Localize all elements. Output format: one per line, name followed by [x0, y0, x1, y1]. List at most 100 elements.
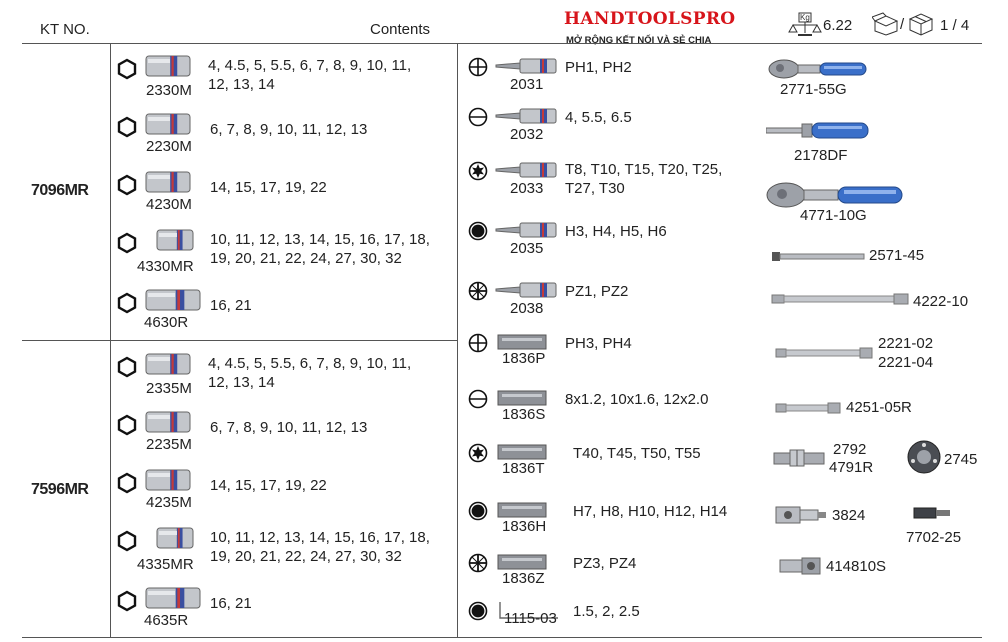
tool-4791r: 4791R [829, 459, 874, 476]
socket-sizes: 6, 7, 8, 9, 10, 11, 12, 13 [210, 419, 368, 436]
pozidriv-icon [468, 281, 488, 301]
socket-image [145, 171, 191, 193]
hex-drive-icon [117, 472, 137, 494]
kt-column-rule [110, 43, 111, 637]
ratchet-small-image [768, 59, 867, 79]
bit-code: 1836Z [502, 570, 545, 587]
hex-drive-icon [117, 58, 137, 80]
phillips-icon [468, 333, 488, 353]
weight-scale-icon [788, 12, 822, 36]
socket-sizes: 14, 15, 17, 19, 22 [210, 477, 327, 494]
socket-code: 4330MR [137, 258, 194, 275]
bit-socket-image [779, 557, 821, 575]
bit-sizes: 4, 5.5, 6.5 [565, 109, 632, 126]
socket-image [145, 113, 191, 135]
hex-drive-icon [117, 232, 137, 254]
bit-image [499, 602, 558, 619]
hex-drive-icon [117, 530, 137, 552]
extension-mid-image [775, 347, 873, 359]
socket-sizes: 4, 4.5, 5, 5.5, 6, 7, 8, 9, 10, 11, [208, 355, 412, 372]
brand-slogan: MỞ RỘNG KẾT NỐI VÀ SẺ CHIA [566, 35, 712, 46]
socket-image [145, 353, 191, 375]
socket-code: 2235M [146, 436, 192, 453]
sockets-column-rule [457, 43, 458, 637]
slotted-icon [468, 107, 488, 127]
group-divider [22, 340, 458, 341]
tool-2178df: 2178DF [794, 147, 848, 164]
pack-value: 1 / 4 [940, 17, 970, 34]
tool-2745: 2745 [944, 451, 978, 468]
adapter-round-image [907, 440, 941, 474]
socket-code: 4235M [146, 494, 192, 511]
tool-2571-45: 2571-45 [869, 247, 925, 264]
bit-sizes: PZ3, PZ4 [573, 555, 637, 572]
torx-icon [468, 161, 488, 181]
tool-4771-10g: 4771-10G [800, 207, 867, 224]
socket-image [145, 411, 191, 433]
socket-image [145, 289, 201, 311]
bit-code: 2035 [510, 240, 544, 257]
closed-box-icon [908, 13, 934, 36]
bit-sizes: H7, H8, H10, H12, H14 [573, 503, 728, 520]
pozidriv-icon [468, 553, 488, 573]
socket-image [145, 587, 201, 609]
bit-image [495, 282, 557, 298]
socket-sizes: 10, 11, 12, 13, 14, 15, 16, 17, 18, [210, 529, 430, 546]
bit-image [497, 334, 547, 350]
hex-drive-icon [117, 116, 137, 138]
bit-image [497, 390, 547, 406]
torx-icon [468, 443, 488, 463]
bit-image [495, 222, 557, 238]
contents-header: Contents [370, 21, 431, 38]
slotted-icon [468, 389, 488, 409]
socket-sizes-cont: 12, 13, 14 [208, 76, 275, 93]
hex-icon [468, 221, 488, 241]
bit-sizes-cont: T27, T30 [565, 180, 625, 197]
socket-image [145, 55, 191, 77]
bit-image [495, 108, 557, 124]
bit-sizes: PZ1, PZ2 [565, 283, 629, 300]
bit-code: 1836H [502, 518, 547, 535]
bit-code: 1836P [502, 350, 546, 367]
bit-image [497, 502, 547, 518]
socket-sizes-cont: 12, 13, 14 [208, 374, 275, 391]
weight-value: 6.22 [823, 17, 853, 34]
spinner-handle-image [766, 122, 869, 139]
bit-sizes: 8x1.2, 10x1.6, 12x2.0 [565, 391, 709, 408]
socket-sizes: 14, 15, 17, 19, 22 [210, 179, 327, 196]
bit-code: 2038 [510, 300, 544, 317]
tool-4251-05r: 4251-05R [846, 399, 912, 416]
tool-414810s: 414810S [826, 558, 887, 575]
socket-sizes: 4, 4.5, 5, 5.5, 6, 7, 8, 9, 10, 11, [208, 57, 412, 74]
header-rule [22, 43, 982, 44]
socket-sizes: 16, 21 [210, 595, 252, 612]
bit-code: 1836T [502, 460, 545, 477]
socket-image [156, 527, 194, 549]
universal-joint-image [773, 449, 825, 467]
bit-image [495, 162, 557, 178]
tool-7702-25: 7702-25 [906, 529, 962, 546]
bit-image [497, 554, 547, 570]
extension-short-image [775, 402, 841, 414]
hex-drive-icon [117, 414, 137, 436]
hex-key-icon [468, 601, 488, 621]
socket-sizes: 16, 21 [210, 297, 252, 314]
kt-7596mr: 7596MR [31, 481, 89, 498]
bit-code: 1115-03 [504, 610, 557, 627]
tool-2792: 2792 [833, 441, 867, 458]
socket-code: 4230M [146, 196, 192, 213]
extension-long-image [771, 293, 909, 305]
socket-code: 4630R [144, 314, 189, 331]
tbar-image [772, 252, 865, 261]
open-box-icon [872, 12, 899, 36]
bit-image [495, 58, 557, 74]
bit-sizes: 1.5, 2, 2.5 [573, 603, 640, 620]
tool-2771-55g: 2771-55G [780, 81, 847, 98]
bit-code: 2032 [510, 126, 544, 143]
ratchet-large-image [766, 182, 903, 208]
bit-code: 2033 [510, 180, 544, 197]
hex-drive-icon [117, 356, 137, 378]
pack-separator: / [900, 16, 905, 33]
bit-code: 1836S [502, 406, 546, 423]
hex-icon [468, 501, 488, 521]
